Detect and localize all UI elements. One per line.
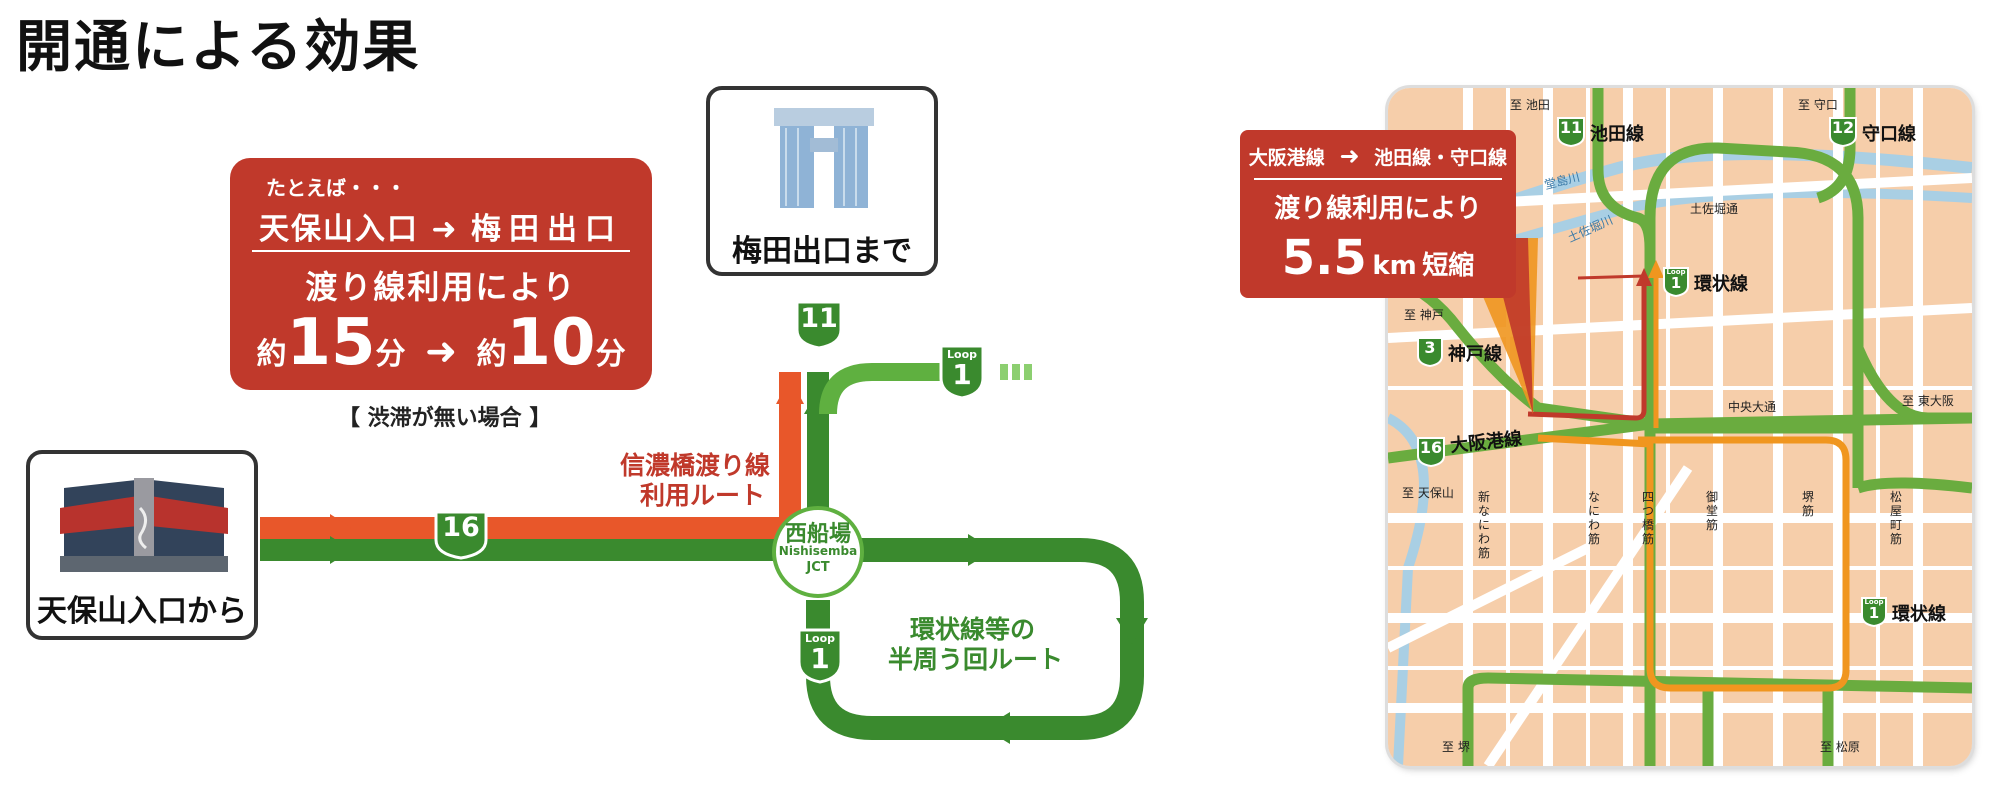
- kobe-route-label: 神戸線: [1448, 344, 1502, 365]
- tempozan-building-image: [54, 468, 234, 574]
- to-line: 池田線・守口線: [1374, 147, 1508, 169]
- kanjo-right-route-label: 環状線: [1892, 604, 1946, 625]
- route11-number: 11: [800, 303, 838, 334]
- direction-matsubara: 至 松原: [1820, 740, 1860, 754]
- loop-shield-top-word: Loop: [1666, 268, 1686, 276]
- distance-unit: km: [1372, 251, 1417, 281]
- green-route-arrow: [330, 536, 352, 564]
- from-line: 大阪港線: [1248, 147, 1325, 169]
- example-time: 約15分 ➜ 約10分: [230, 306, 652, 380]
- detour-arrow-1: [968, 534, 994, 566]
- route11-shield: [795, 300, 843, 350]
- street-matsuyamachi: 松屋町筋: [1890, 490, 1903, 546]
- moriguchi-shield-number: 12: [1831, 118, 1855, 137]
- street-shin-naniwa: 新なにわ筋: [1478, 490, 1491, 560]
- red-route-arrow: [330, 514, 352, 542]
- example-divider: [252, 250, 630, 252]
- loop-branch-dash-2: [1012, 364, 1020, 380]
- ikeda-shield-number: 11: [1559, 118, 1583, 137]
- loop-shield-top-number: 1: [1670, 274, 1682, 292]
- time-value-1: 15: [286, 306, 376, 380]
- example-via: 渡り線利用により: [305, 268, 577, 306]
- direction-ikeda: 至 池田: [1510, 98, 1550, 112]
- example-route: 天保山入口 ➜ 梅田出口: [230, 204, 652, 248]
- moriguchi-route-label: 守口線: [1862, 124, 1916, 145]
- green-route-label-1: 環状線等の: [910, 615, 1036, 644]
- moriguchi-shield: [1829, 117, 1857, 148]
- direction-sakai: 至 堺: [1442, 740, 1470, 754]
- distance-word: 短縮: [1422, 251, 1475, 281]
- map-summary-route: 大阪港線 ➜ 池田線・守口線: [1240, 142, 1516, 170]
- loop1-shield-south: [797, 628, 843, 684]
- loop-shield-right-word: Loop: [1864, 598, 1884, 606]
- red-route-label-1: 信濃橋渡り線: [620, 451, 771, 480]
- arrow-right-icon: ➜: [425, 329, 457, 373]
- ikeda-route-label: 池田線: [1590, 124, 1644, 145]
- street-sakaisuji: 堺筋: [1802, 490, 1815, 518]
- arrow-right-icon: ➜: [431, 212, 459, 247]
- junction-romaji: Nishisemba: [778, 544, 858, 558]
- direction-tempozan: 至 天保山: [1402, 486, 1454, 500]
- street-midosuji: 御堂筋: [1706, 490, 1719, 532]
- junction-name: 西船場: [784, 522, 851, 547]
- route-diagram: [260, 363, 1148, 744]
- detour-arrow-3: [984, 712, 1010, 744]
- loop-shield-top: [1663, 267, 1689, 298]
- distance-value: 5.5: [1281, 230, 1367, 286]
- route16-number: 16: [442, 512, 480, 543]
- detour-loop: [806, 538, 1144, 740]
- map-summary-box: 大阪港線 ➜ 池田線・守口線 渡り線利用により 5.5 km 短縮: [1240, 130, 1516, 298]
- direction-higashiosaka: 至 東大阪: [1902, 394, 1954, 408]
- map-summary-distance: 5.5 km 短縮: [1240, 230, 1516, 286]
- loop-branch-dash-3: [1024, 364, 1032, 380]
- route-to: 梅田出口: [471, 212, 624, 247]
- route-from: 天保山入口: [258, 212, 419, 247]
- loop1-word-branch: Loop: [947, 348, 977, 361]
- loop-branch-dash-1: [1000, 364, 1008, 380]
- kobe-shield-number: 3: [1424, 338, 1436, 357]
- loop1-number-south: 1: [810, 642, 830, 675]
- time-value-2: 10: [506, 306, 596, 380]
- kobe-shield: [1417, 337, 1443, 368]
- street-tosabori-dori: 土佐堀通: [1690, 202, 1739, 216]
- loop-branch: [819, 363, 960, 415]
- route16-shield: [434, 510, 488, 560]
- time-unit-2: 分: [595, 337, 626, 372]
- time-prefix-2: 約: [476, 337, 507, 372]
- loop1-word-south: Loop: [805, 632, 835, 645]
- junction-suffix: JCT: [806, 560, 830, 575]
- kanjo-top-route-label: 環状線: [1694, 274, 1748, 295]
- time-unit-1: 分: [375, 337, 406, 372]
- junction-circle: [772, 506, 864, 598]
- example-intro: たとえば・・・: [266, 176, 406, 200]
- map-summary-divider: [1254, 178, 1502, 180]
- loop1-number-branch: 1: [952, 358, 972, 391]
- direction-moriguchi: 至 守口: [1798, 98, 1838, 112]
- street-yotsubashi: 四つ橋筋: [1642, 490, 1655, 546]
- page-title: 開通による効果: [16, 15, 421, 80]
- arrow-right-icon: ➜: [1339, 142, 1360, 170]
- end-label: 梅田出口まで: [732, 234, 912, 269]
- detour-arrow-2: [1116, 618, 1148, 644]
- condition-note: 【 渋滞が無い場合 】: [338, 406, 552, 431]
- street-naniwa: なにわ筋: [1588, 490, 1601, 546]
- start-label: 天保山入口から: [37, 594, 247, 629]
- loop-shield-right-number: 1: [1868, 604, 1880, 622]
- green-route-label-2: 半周う回ルート: [888, 645, 1064, 674]
- example-box: たとえば・・・ 天保山入口 ➜ 梅田出口 渡り線利用により 約15分 ➜ 約10…: [230, 158, 652, 390]
- direction-kobe: 至 神戸: [1404, 308, 1444, 322]
- loop1-shield-branch: [939, 344, 985, 400]
- start-box: 天保山入口から: [26, 450, 258, 640]
- red-route-label-2: 利用ルート: [640, 481, 766, 510]
- map-summary-via: 渡り線利用により: [1274, 194, 1482, 224]
- umeda-building-image: [764, 98, 884, 208]
- time-prefix-1: 約: [256, 337, 287, 372]
- loop-shield-right: [1861, 597, 1887, 628]
- osakako-shield-number: 16: [1419, 438, 1443, 457]
- osakako-shield: [1417, 437, 1445, 468]
- end-box: 梅田出口まで: [706, 86, 938, 276]
- ikeda-shield: [1557, 117, 1585, 148]
- street-chuo-odori: 中央大通: [1728, 400, 1777, 414]
- red-route-arrow-up: [776, 378, 804, 404]
